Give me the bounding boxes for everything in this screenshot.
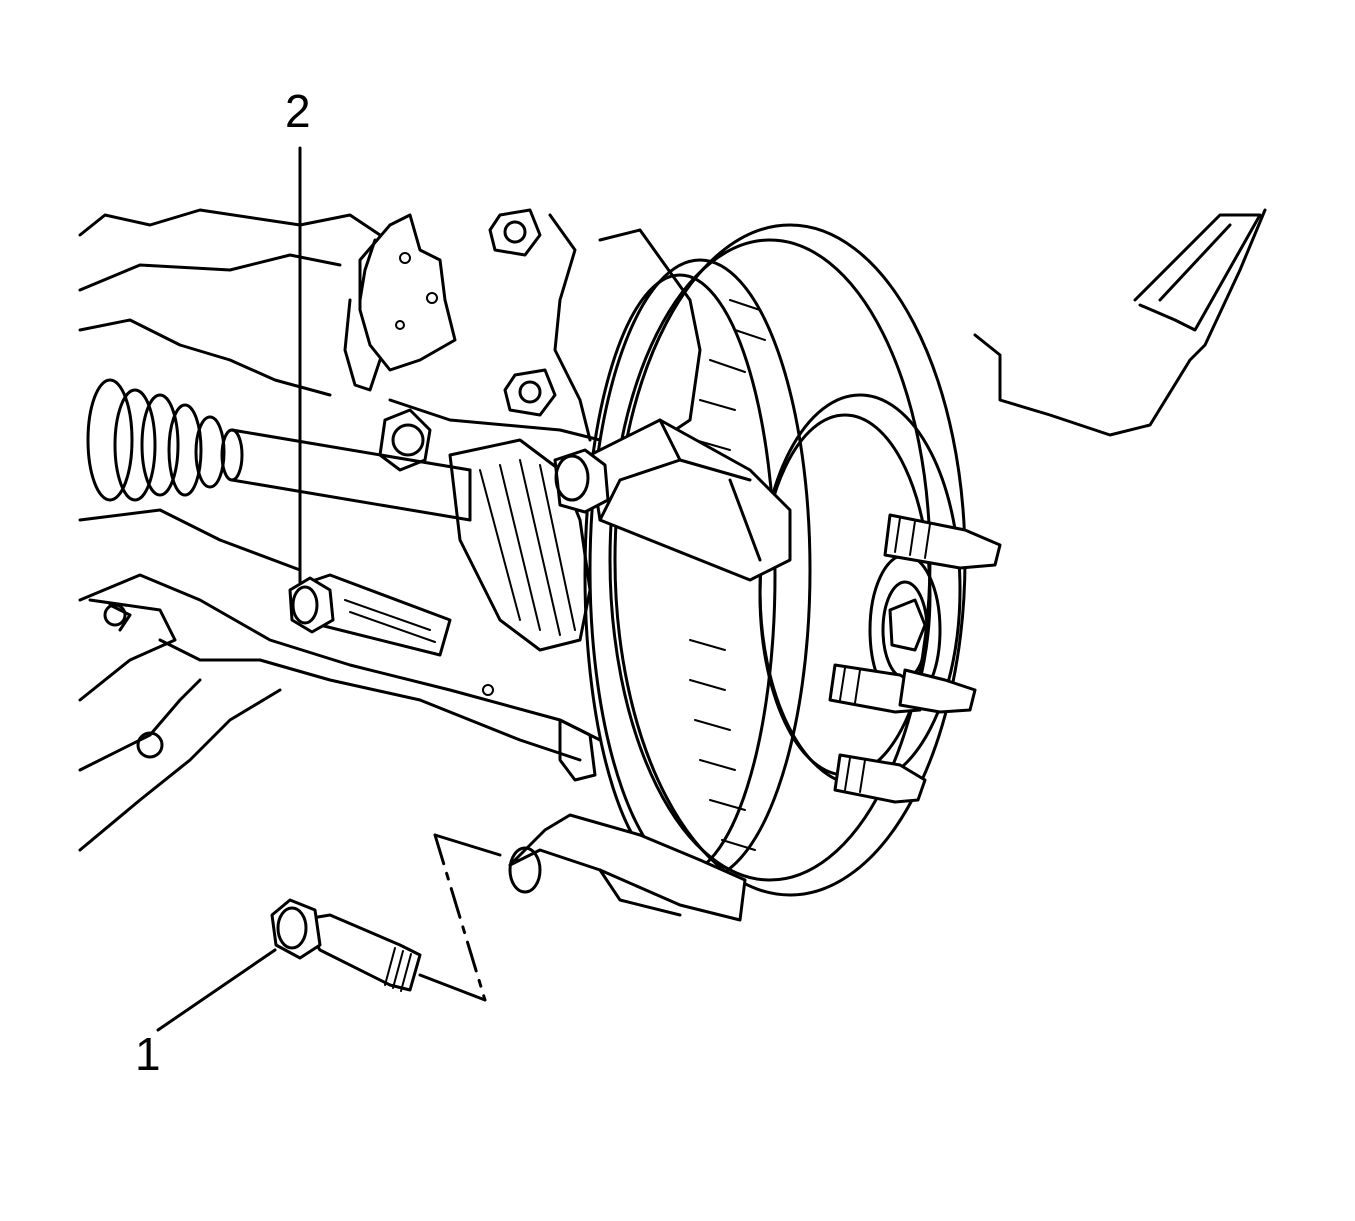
callout-1-leader: [156, 948, 277, 1032]
alignment-line: [418, 833, 502, 1002]
caliper-bracket: [508, 418, 792, 922]
dust-shield: [973, 208, 1267, 437]
drive-axle: [86, 378, 592, 652]
subframe: [78, 208, 602, 852]
callout-1-label: 1: [135, 1028, 161, 1080]
caliper-bolt-removed: [270, 898, 422, 992]
middle-nut: [503, 368, 557, 417]
wheel-studs: [828, 513, 1002, 804]
callout-2-label: 2: [285, 85, 311, 137]
caliper-bolt-installed: [288, 573, 452, 657]
sensor-bracket: [343, 213, 457, 392]
upper-nut: [488, 208, 542, 257]
steering-knuckle: [378, 213, 702, 472]
